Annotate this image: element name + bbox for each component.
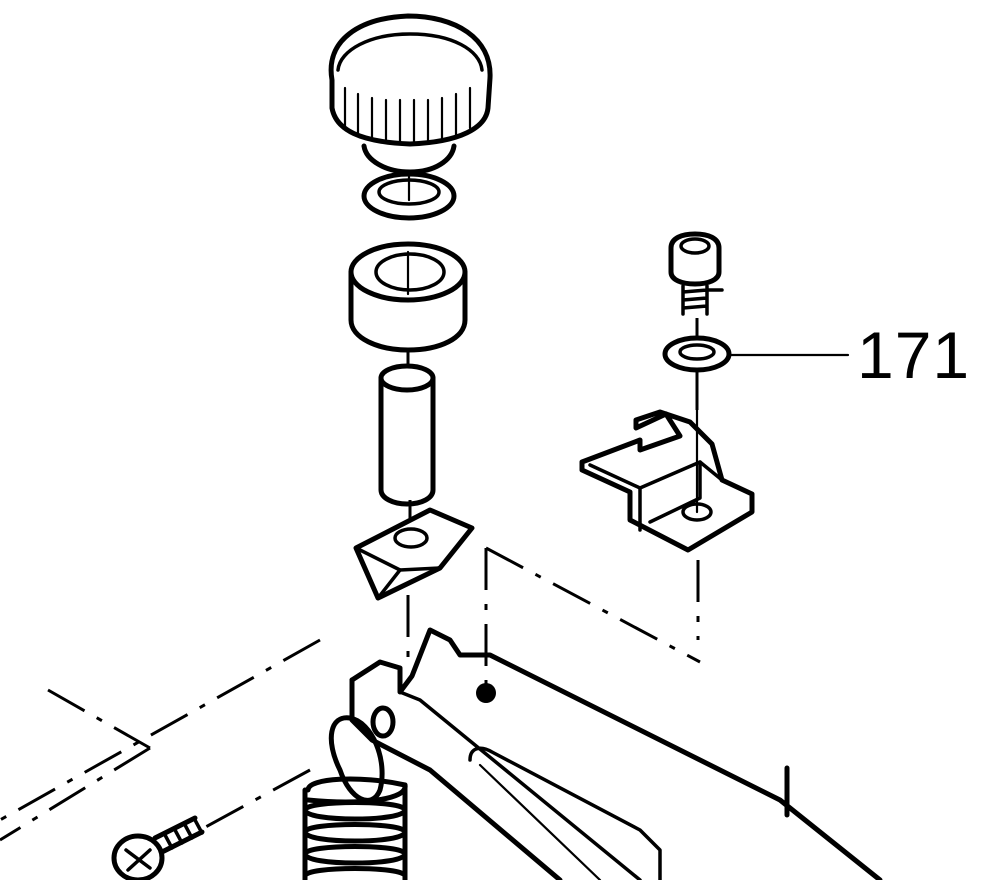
pin-cylinder [378, 363, 436, 507]
tension-spring [302, 715, 408, 880]
phillips-pan-screw [111, 815, 205, 880]
bushing-sleeve [348, 241, 468, 353]
lever-arm [349, 627, 883, 880]
knurled-knob [328, 13, 493, 175]
socket-head-screw [668, 231, 724, 316]
fork-bracket [579, 398, 755, 553]
assembly-guide-lines [0, 318, 701, 842]
washer [662, 335, 732, 373]
knob-washer [361, 171, 457, 221]
wedge-block [353, 507, 475, 601]
callout-label-171: 171 [857, 318, 971, 392]
